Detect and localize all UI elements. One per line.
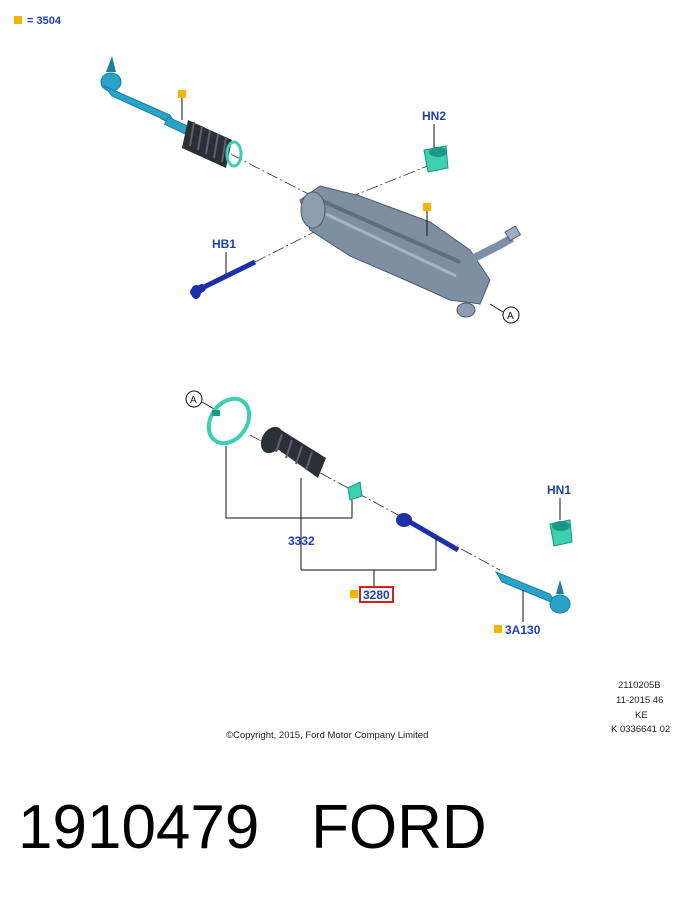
highlight-box-3280	[359, 586, 394, 603]
label-hn1: HN1	[547, 483, 571, 497]
callout-a-top-letter: A	[507, 311, 514, 322]
marker-3a130	[494, 625, 502, 633]
caption-separator	[259, 793, 311, 862]
legend-text: = 3504	[27, 15, 62, 27]
label-hn2: HN2	[422, 109, 446, 123]
brand-name: FORD	[311, 793, 487, 862]
reference-line-1: 2110205B	[618, 680, 661, 691]
part-number: 1910479	[18, 793, 260, 862]
axis-top-hn2	[347, 164, 431, 199]
label-3a130: 3A130	[505, 623, 541, 637]
reference-line-2: 11-2015 46	[616, 695, 663, 706]
steering-rack	[299, 185, 522, 318]
mount-hn2	[423, 145, 449, 173]
mount-hn1	[549, 519, 573, 547]
tie-rod-end-bottom	[494, 570, 571, 614]
marker-rack	[423, 203, 431, 211]
label-hb1: HB1	[212, 237, 236, 251]
reference-line-4: K 0336641 02	[611, 724, 670, 735]
reference-line-3: KE	[635, 710, 648, 721]
legend-marker	[14, 16, 22, 24]
callout-a-bottom	[185, 390, 203, 408]
inner-tie-rod-bottom	[396, 513, 460, 553]
steering-boot-top	[182, 120, 243, 168]
copyright-notice: ©Copyright, 2015, Ford Motor Company Lim…	[226, 730, 428, 741]
boot-small-clip	[347, 481, 363, 501]
label-3332: 3332	[288, 534, 315, 548]
leader-callout-a-top	[489, 303, 504, 313]
part-caption: 1910479 FORD	[18, 788, 658, 868]
boot-clamp	[206, 396, 252, 446]
label-3280: 3280	[363, 588, 390, 602]
marker-top-tierod	[178, 90, 186, 98]
callout-a-top	[502, 306, 520, 324]
marker-3280	[350, 590, 358, 598]
callout-a-bottom-letter: A	[190, 395, 197, 406]
tie-rod-end-top	[100, 56, 189, 135]
axis-top-hb1	[254, 229, 319, 263]
inner-tie-rod-hb1	[190, 259, 257, 299]
steering-boot-bottom	[260, 426, 326, 478]
